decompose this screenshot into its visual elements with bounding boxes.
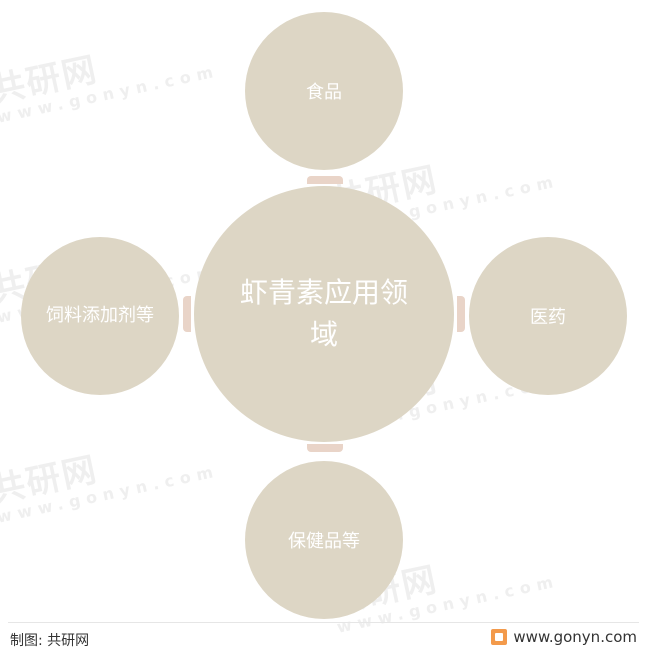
connector-right [457, 296, 465, 332]
node-feed-additive-label: 饲料添加剂等 [46, 305, 154, 326]
center-node: 虾青素应用领域 [194, 186, 454, 442]
center-node-label: 虾青素应用领域 [239, 276, 408, 351]
node-medicine: 医药 [469, 237, 627, 395]
site-url-text: www.gonyn.com [513, 628, 637, 646]
watermark: 共研网 www.gonyn.com [0, 49, 221, 127]
node-food: 食品 [245, 12, 403, 170]
node-health-products: 保健品等 [245, 461, 403, 619]
node-medicine-label: 医药 [530, 307, 566, 328]
watermark: 共研网 www.gonyn.com [0, 449, 221, 527]
node-feed-additive: 饲料添加剂等 [21, 237, 179, 395]
source-caption: 制图: 共研网 [10, 633, 90, 649]
connector-bottom [307, 444, 343, 452]
site-url: www.gonyn.com [491, 628, 637, 646]
node-food-label: 食品 [306, 82, 342, 103]
gonyn-logo-icon [491, 629, 508, 645]
connector-top [307, 176, 343, 184]
connector-left [183, 296, 191, 332]
footer-divider [8, 622, 639, 623]
node-health-products-label: 保健品等 [288, 531, 360, 552]
